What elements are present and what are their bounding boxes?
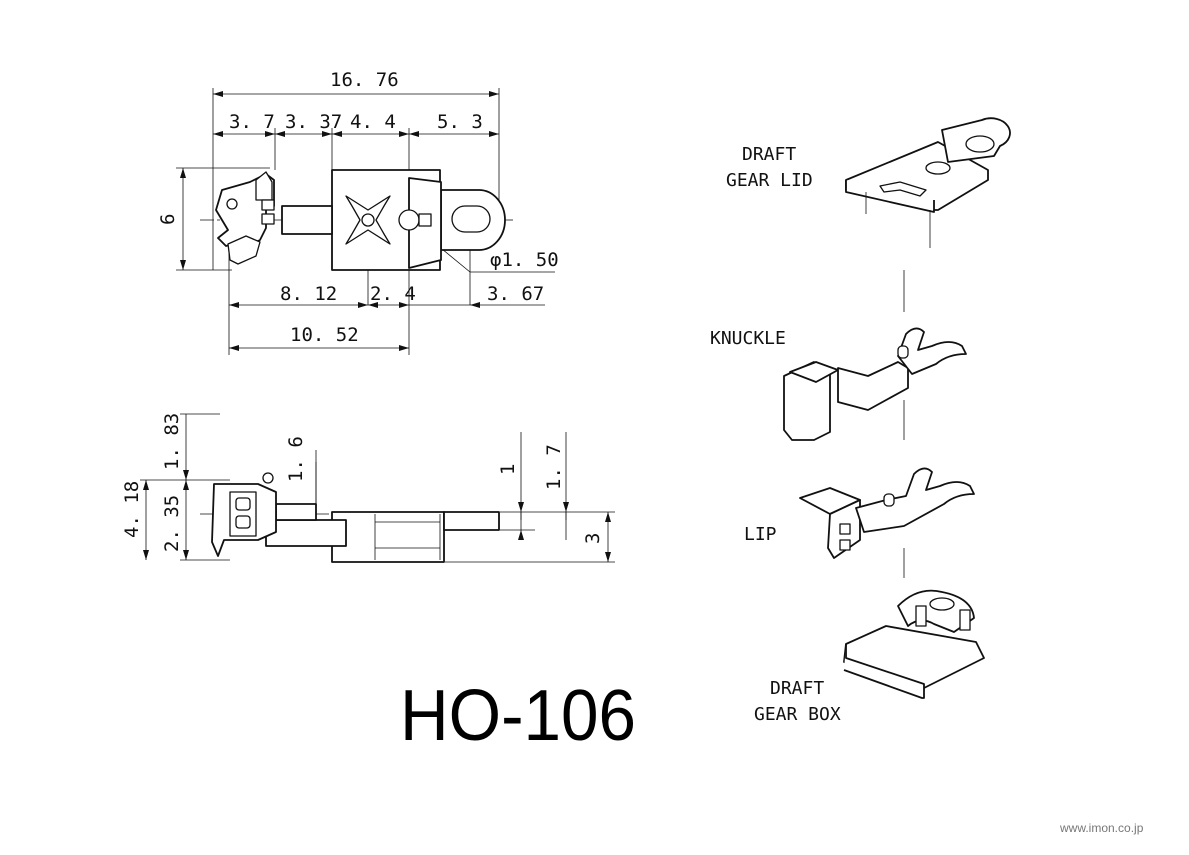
dim-height-text: 6 [157, 214, 179, 225]
lip-drawing [799, 467, 975, 559]
dim-bottom-row: 8. 12 2. 4 3. 67 [229, 283, 545, 308]
draft-gear-lid-line2: GEAR LID [726, 170, 813, 191]
dim-h-upper-lower: 1. 83 2. 35 [161, 413, 189, 560]
dim-h-total: 4. 18 [121, 480, 149, 560]
knuckle-drawing [783, 327, 967, 441]
top-view-coupler-body [215, 169, 506, 271]
draft-gear-lid-line1: DRAFT [742, 144, 796, 165]
dim-b4-text: 10. 52 [290, 324, 359, 346]
dim-d3-text: 3 [582, 533, 604, 544]
dim-phi-text: φ1. 50 [490, 249, 559, 271]
dim-overall: 16. 76 [213, 69, 499, 97]
dim-seg1-text: 3. 7 [229, 111, 275, 133]
side-view-coupler-body [211, 472, 500, 563]
dim-d2-text: 1. 7 [543, 444, 565, 490]
dim-phi: φ1. 50 [424, 234, 559, 273]
dim-height: 6 [157, 168, 186, 270]
dim-b1-text: 8. 12 [280, 283, 337, 305]
exploded-view: DRAFT GEAR LID KNUCKLE LIP [710, 117, 1011, 725]
dim-knuckle-h-text: 1. 6 [285, 436, 307, 482]
dim-h-total-text: 4. 18 [121, 481, 143, 538]
dim-d3: 3 [582, 512, 611, 562]
dim-h-upper-text: 1. 83 [161, 413, 183, 470]
dim-seg2-text: 3. 37 [285, 111, 342, 133]
dim-seg3-text: 4. 4 [350, 111, 396, 133]
dim-d1-text: 1 [497, 464, 519, 475]
draft-gear-box-line2: GEAR BOX [754, 704, 841, 725]
draft-gear-lid-drawing [845, 117, 1011, 248]
dim-d1-d2: 1 1. 7 [497, 444, 569, 540]
dim-b2-text: 2. 4 [370, 283, 416, 305]
dim-b4: 10. 52 [229, 324, 409, 351]
dim-row-2: 3. 7 3. 37 4. 4 5. 3 [213, 111, 499, 137]
knuckle-label: KNUCKLE [710, 328, 786, 349]
dim-overall-text: 16. 76 [330, 69, 399, 91]
dim-b3-text: 3. 67 [487, 283, 544, 305]
dim-seg4-text: 5. 3 [437, 111, 483, 133]
draft-gear-box-drawing [843, 589, 985, 699]
footer-url[interactable]: www.imon.co.jp [1059, 821, 1144, 835]
side-view: 4. 18 1. 83 2. 35 1. 6 1 1. 7 3 [121, 413, 615, 563]
lip-label: LIP [744, 524, 777, 545]
dim-h-lower-text: 2. 35 [161, 495, 183, 552]
top-view: 16. 76 3. 7 3. 37 4. 4 5. 3 6 8. 12 2. 4… [157, 69, 559, 355]
draft-gear-box-line1: DRAFT [770, 678, 824, 699]
part-number: HO-106 [400, 676, 636, 756]
